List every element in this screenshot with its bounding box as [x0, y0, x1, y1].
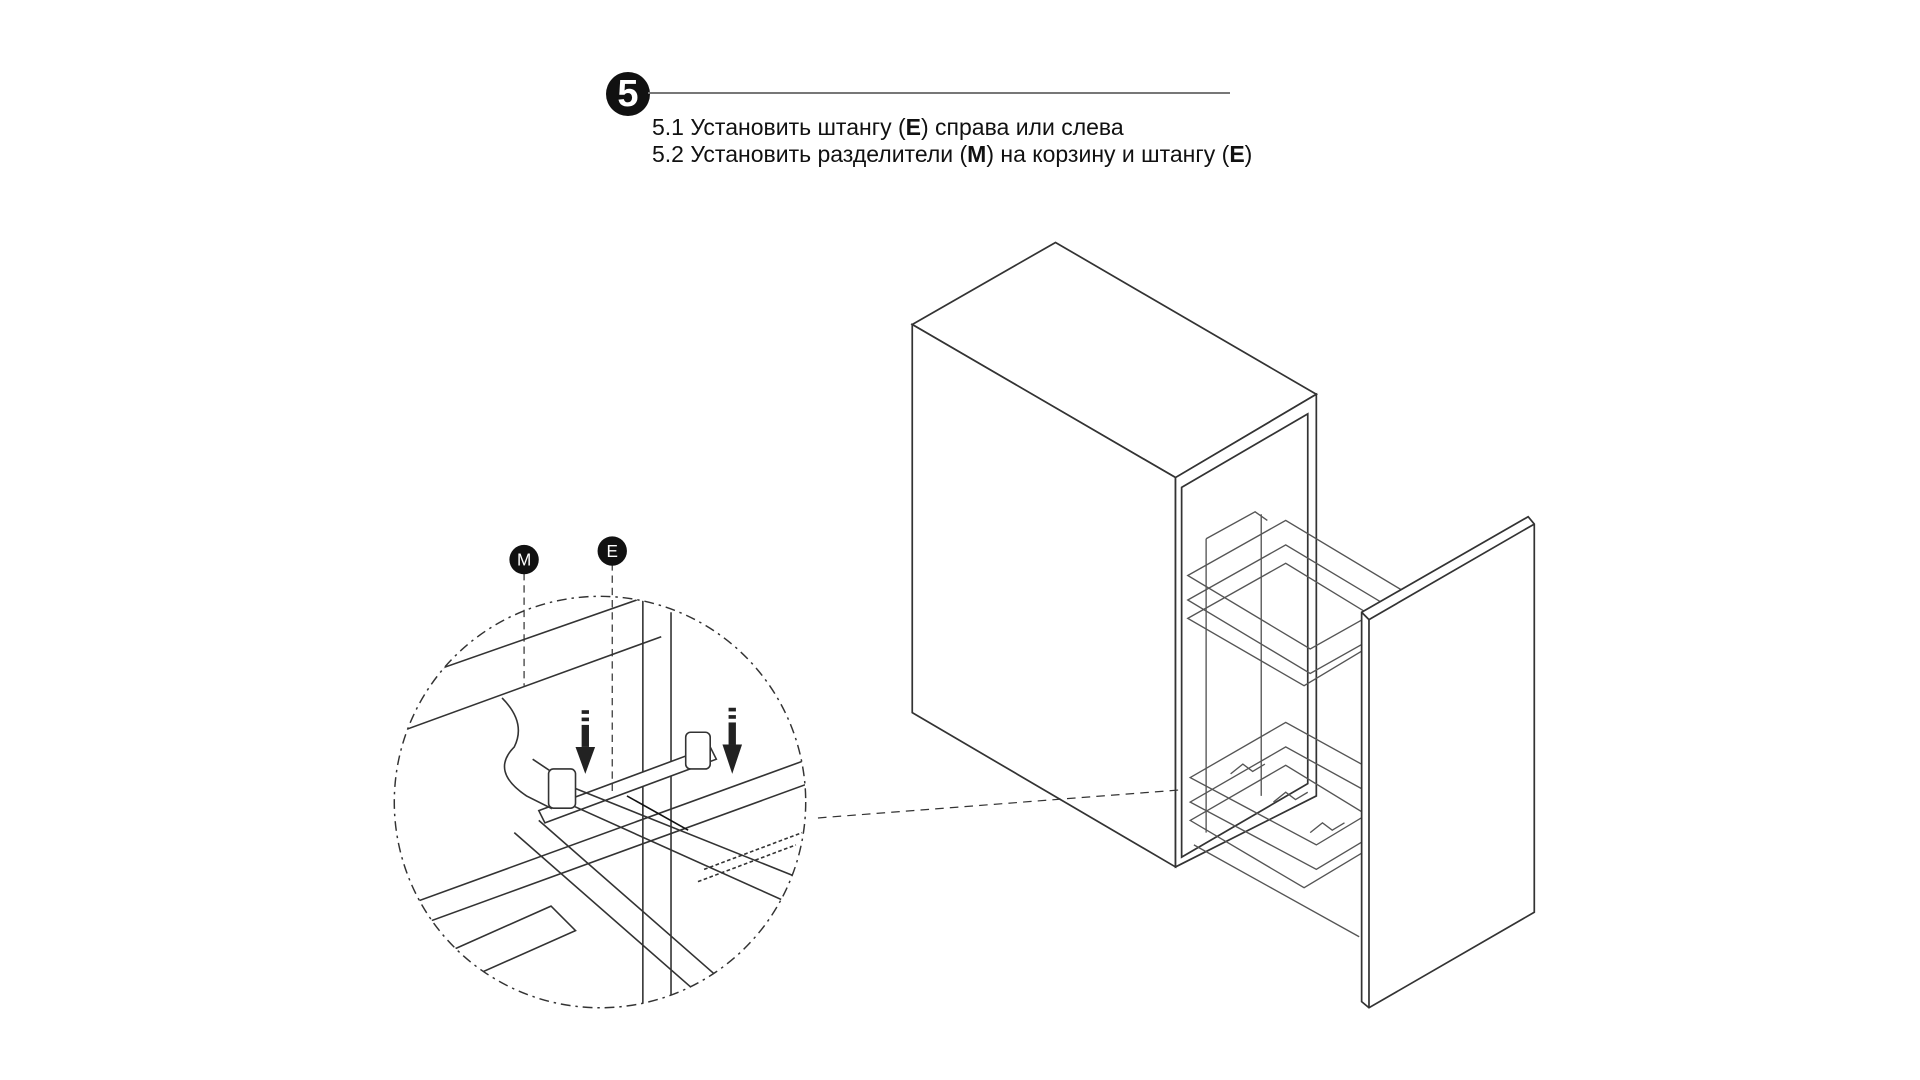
part-label: E: [905, 114, 921, 140]
part-label: E: [1229, 141, 1245, 167]
instruction-5-2: 5.2 Установить разделители (M) на корзин…: [652, 141, 1252, 168]
slide-direction-arrow: [626, 795, 689, 831]
instruction-5-1: 5.1 Установить штангу (E) справа или сле…: [652, 114, 1124, 141]
cabinet: [910, 241, 1536, 1009]
step-divider-line: [648, 92, 1230, 94]
callout-e-label: E: [607, 541, 618, 561]
zoom-leader-line: [817, 789, 1182, 819]
callout-m-label: M: [517, 550, 531, 570]
detail-magnifier: M E: [393, 536, 807, 1009]
callout-m-badge: [509, 544, 539, 575]
step-number-badge: 5: [606, 72, 650, 116]
instruction-text: ) на корзину и штангу (: [986, 141, 1230, 167]
instruction-text: 5.2 Установить разделители (: [652, 141, 968, 167]
down-arrow-icon: [575, 707, 743, 774]
callout-e-badge: [597, 536, 627, 566]
instruction-text: ): [1244, 141, 1253, 167]
part-label: M: [967, 141, 987, 167]
instruction-text: 5.1 Установить штангу (: [652, 114, 906, 140]
instruction-text: ) справа или слева: [920, 114, 1124, 140]
